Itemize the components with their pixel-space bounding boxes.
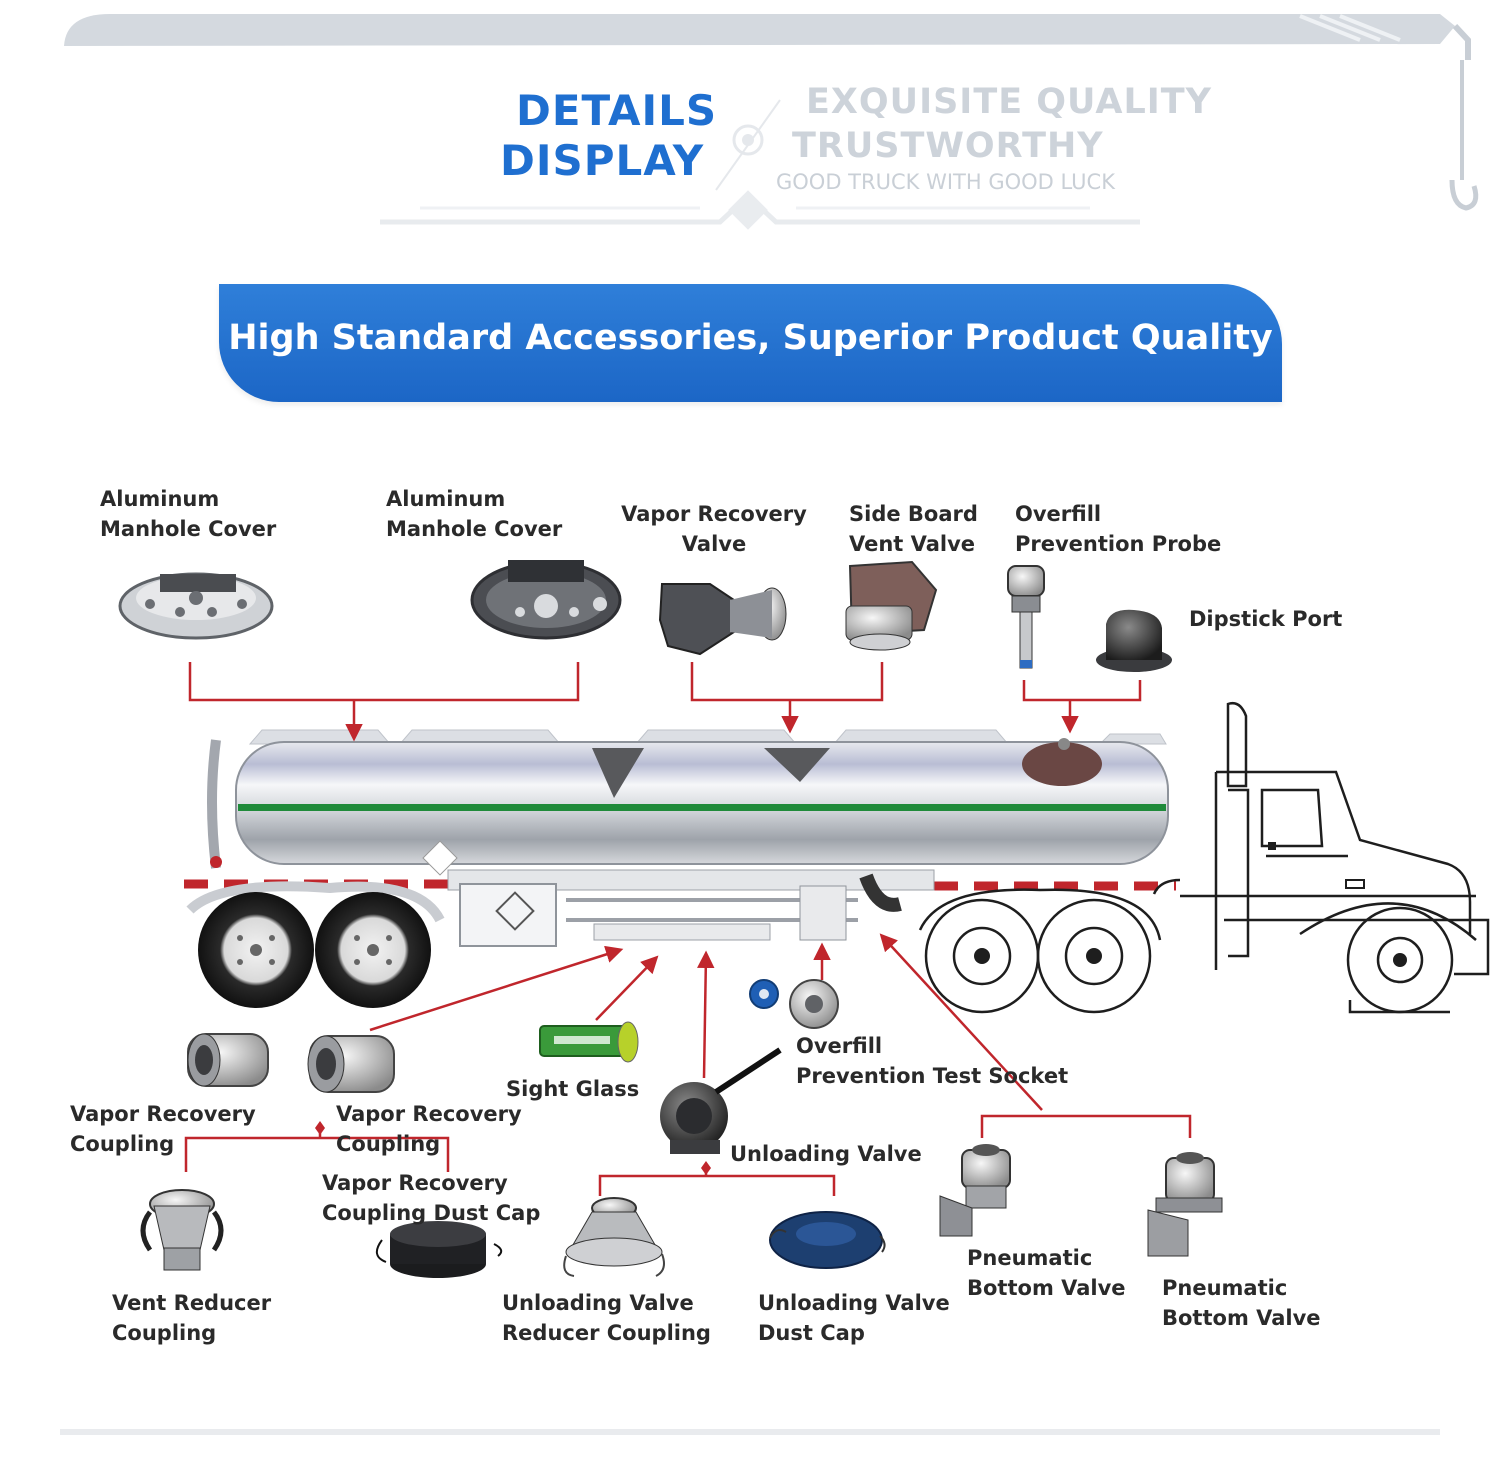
tanker-truck-illustration: [184, 702, 1490, 1014]
accessories-banner: High Standard Accessories, Superior Prod…: [219, 284, 1282, 402]
vapor-dust-cap-icon: [375, 1221, 503, 1278]
unloading-dust-cap-icon: [769, 1211, 886, 1269]
pneumatic-bottom-valve-icon: [1147, 1152, 1223, 1257]
unloading-reducer-coupling-icon: [563, 1197, 665, 1277]
label-dipstick-port: Dipstick Port: [1189, 607, 1343, 631]
label-unloading-valve-dust-cap: Unloading Valve Dust Cap: [758, 1291, 950, 1345]
label-pneumatic-bottom-valve-2: Pneumatic Bottom Valve: [1162, 1276, 1321, 1330]
header-ornament: [380, 99, 1140, 230]
dipstick-port-icon: [1096, 609, 1172, 672]
vapor-recovery-valve-icon: [658, 583, 787, 656]
overfill-test-socket-icon: [749, 979, 839, 1029]
label-vapor-recovery-coupling-dust-cap: Vapor Recovery Coupling Dust Cap: [322, 1171, 541, 1225]
connector-lines: [184, 662, 1192, 1196]
header-exquisite-quality: EXQUISITE QUALITY: [806, 82, 1213, 122]
label-aluminum-manhole-cover-1: Aluminum Manhole Cover: [100, 487, 277, 541]
banner-text: High Standard Accessories, Superior Prod…: [228, 318, 1273, 358]
label-overfill-prevention-probe: Overfill Prevention Probe: [1015, 502, 1222, 556]
label-pneumatic-bottom-valve-1: Pneumatic Bottom Valve: [967, 1246, 1126, 1300]
vapor-recovery-coupling-icon: [187, 1033, 269, 1087]
label-vapor-recovery-valve: Vapor Recovery Valve: [621, 502, 807, 556]
label-aluminum-manhole-cover-2: Aluminum Manhole Cover: [386, 487, 563, 541]
label-overfill-prevention-test-socket: Overfill Prevention Test Socket: [796, 1034, 1069, 1088]
header-details: DETAILS: [516, 86, 718, 135]
label-vapor-recovery-coupling-2: Vapor Recovery Coupling: [336, 1102, 522, 1156]
manhole-cover-icon: [470, 560, 622, 640]
manhole-cover-icon: [118, 572, 274, 640]
label-vapor-recovery-coupling-1: Vapor Recovery Coupling: [70, 1102, 256, 1156]
vapor-recovery-coupling-icon: [307, 1035, 395, 1093]
header: DETAILS DISPLAY EXQUISITE QUALITY TRUSTW…: [0, 0, 1500, 260]
label-sight-glass: Sight Glass: [506, 1077, 640, 1101]
pneumatic-bottom-valve-icon: [939, 1144, 1011, 1237]
label-side-board-vent-valve: Side Board Vent Valve: [849, 502, 978, 556]
label-unloading-valve: Unloading Valve: [730, 1142, 922, 1166]
label-unloading-valve-reducer-coupling: Unloading Valve Reducer Coupling: [502, 1291, 711, 1345]
overfill-probe-icon: [1007, 565, 1045, 669]
side-board-vent-valve-icon: [845, 560, 938, 651]
header-tagline: GOOD TRUCK WITH GOOD LUCK: [776, 170, 1115, 194]
unloading-valve-icon: [660, 1047, 782, 1154]
header-trustworthy: TRUSTWORTHY: [792, 126, 1104, 166]
vent-reducer-coupling-icon: [140, 1189, 224, 1271]
sight-glass-icon: [539, 1021, 639, 1063]
label-vent-reducer-coupling: Vent Reducer Coupling: [112, 1291, 272, 1345]
header-display: DISPLAY: [500, 136, 705, 185]
